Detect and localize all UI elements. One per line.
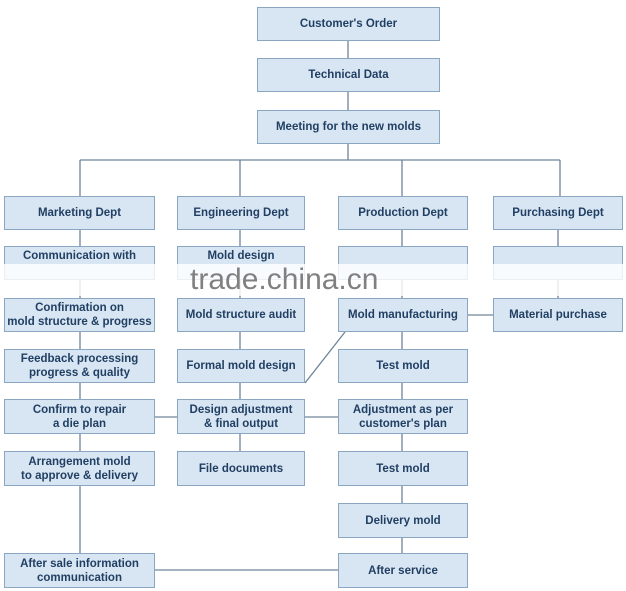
- arrangement-box: Arrangement mold to approve & delivery: [4, 451, 155, 486]
- after-service-box: After service: [338, 553, 468, 588]
- adjustment-box: Adjustment as per customer's plan: [338, 399, 468, 434]
- technical-data-box: Technical Data: [257, 58, 440, 92]
- watermark-text: trade.china.cn: [190, 263, 379, 296]
- test-mold-2-box: Test mold: [338, 451, 468, 486]
- design-adjustment-box: Design adjustment & final output: [177, 399, 305, 434]
- mold-structure-audit-box: Mold structure audit: [177, 298, 305, 332]
- confirm-repair-box: Confirm to repair a die plan: [4, 399, 155, 434]
- production-dept-box: Production Dept: [338, 196, 468, 230]
- formal-mold-design-box: Formal mold design: [177, 349, 305, 383]
- marketing-dept-box: Marketing Dept: [4, 196, 155, 230]
- purchasing-dept-box: Purchasing Dept: [493, 196, 623, 230]
- after-sale-box: After sale information communication: [4, 553, 155, 588]
- engineering-dept-box: Engineering Dept: [177, 196, 305, 230]
- customers-order-box: Customer's Order: [257, 7, 440, 41]
- delivery-mold-box: Delivery mold: [338, 503, 468, 538]
- confirmation-box: Confirmation on mold structure & progres…: [4, 298, 155, 332]
- material-purchase-box: Material purchase: [493, 298, 623, 332]
- file-documents-box: File documents: [177, 451, 305, 486]
- watermark-band: [0, 264, 626, 296]
- feedback-box: Feedback processing progress & quality: [4, 349, 155, 383]
- meeting-box: Meeting for the new molds: [257, 110, 440, 144]
- mold-manufacturing-box: Mold manufacturing: [338, 298, 468, 332]
- test-mold-box: Test mold: [338, 349, 468, 383]
